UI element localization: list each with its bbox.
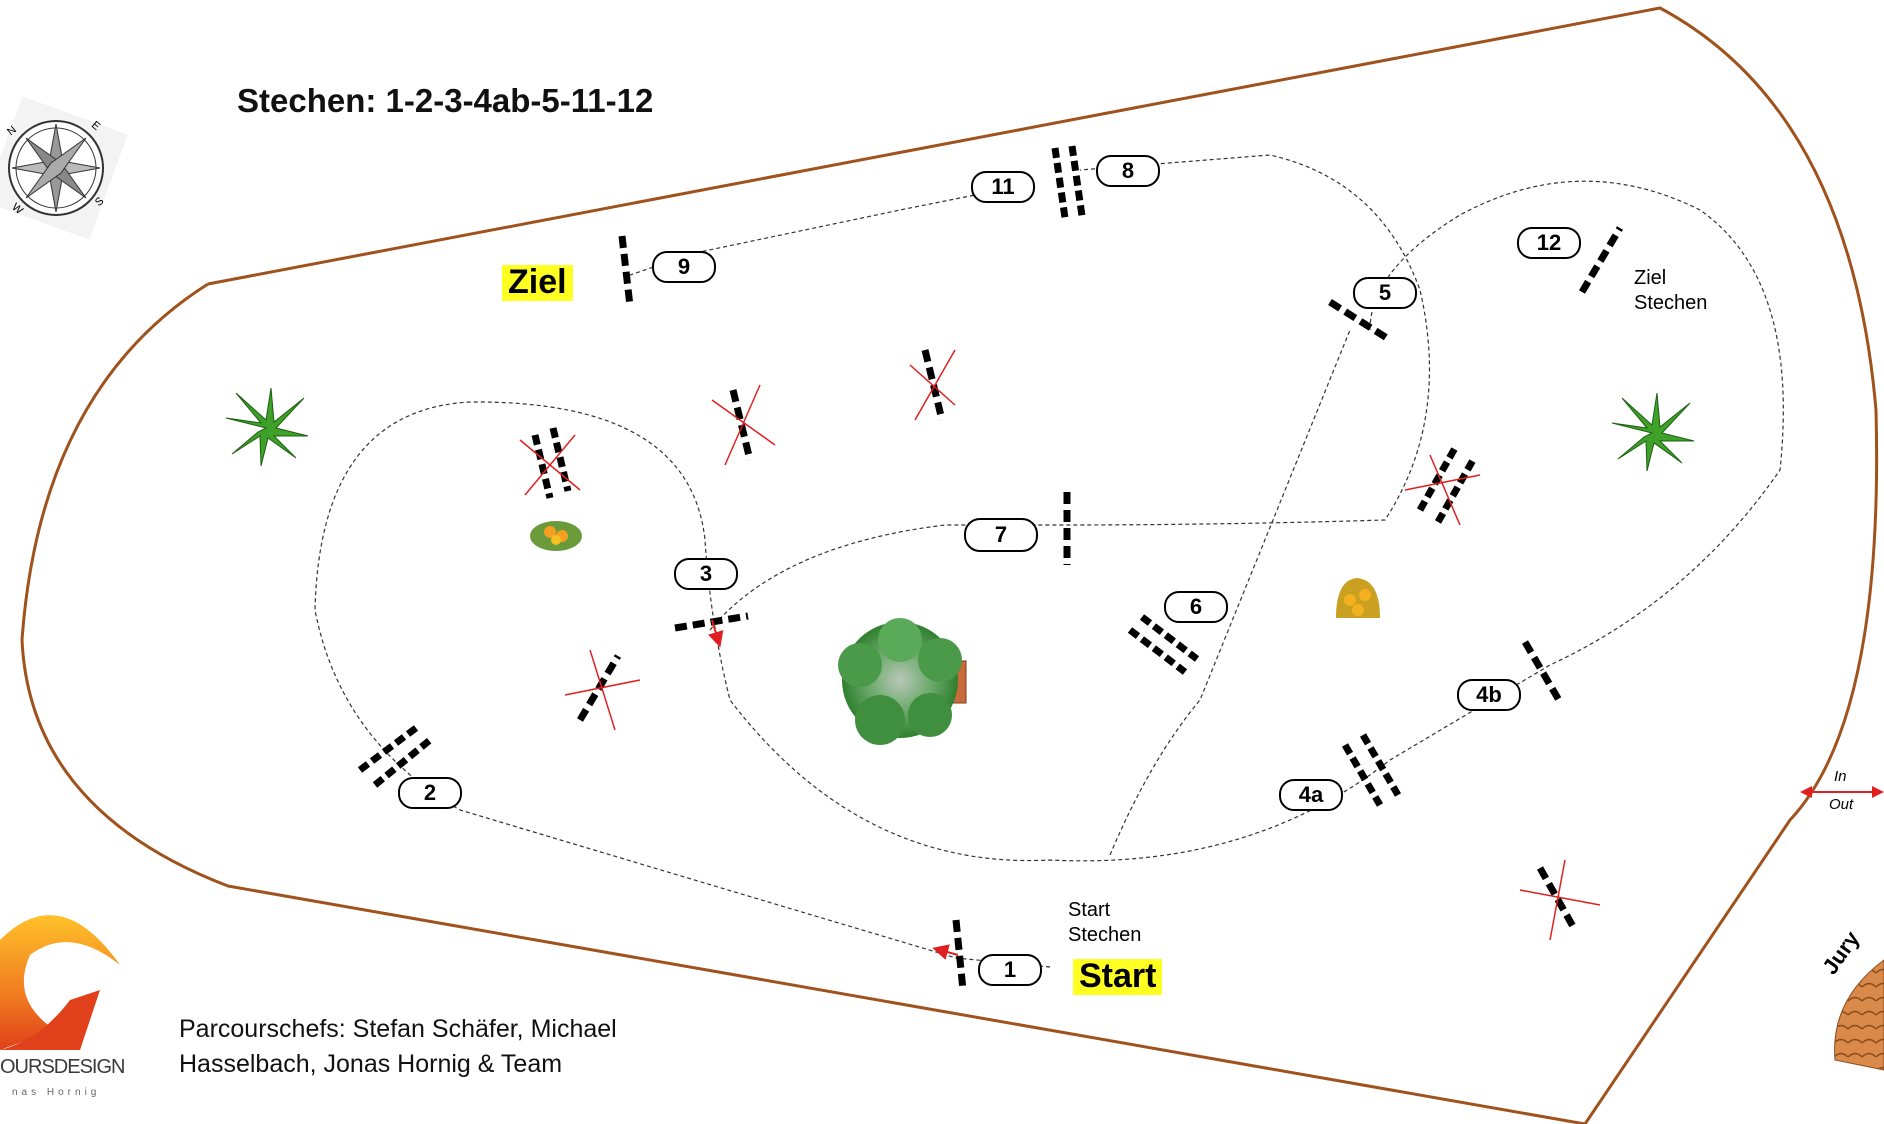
badge-1: 1 xyxy=(978,954,1042,986)
obstacles xyxy=(357,145,1624,991)
logo-subtext: nas Hornig xyxy=(12,1087,101,1098)
badge-3: 3 xyxy=(674,558,738,590)
svg-text:5: 5 xyxy=(1379,280,1391,305)
unused-obstacle xyxy=(711,384,776,466)
decorations xyxy=(0,96,1884,1071)
svg-text:3: 3 xyxy=(700,561,712,586)
finish-label: Ziel xyxy=(502,264,573,301)
logo-mark-icon xyxy=(0,915,120,1050)
badge-4b: 4b xyxy=(1457,679,1521,711)
unused-obstacle xyxy=(564,649,641,731)
badge-4a: 4a xyxy=(1279,779,1343,811)
jumpoff-start-label: Start Stechen xyxy=(1068,898,1141,948)
svg-text:4a: 4a xyxy=(1299,782,1324,807)
credits-line-2: Hasselbach, Jonas Hornig & Team xyxy=(179,1050,563,1078)
svg-text:12: 12 xyxy=(1537,230,1561,255)
course-designers: Parcourschefs: Stefan Schäfer, Michael H… xyxy=(179,1012,617,1082)
obstacle-5 xyxy=(1328,299,1392,343)
unused-obstacles xyxy=(519,349,1601,941)
in-label: In xyxy=(1834,768,1847,785)
jumpoff-finish-line1: Ziel xyxy=(1634,267,1667,289)
obstacle-6 xyxy=(1127,614,1200,675)
svg-text:9: 9 xyxy=(678,254,690,279)
jumpoff-start-line2: Stechen xyxy=(1068,924,1142,946)
unused-obstacle xyxy=(519,427,581,499)
out-label: Out xyxy=(1829,796,1854,813)
badge-6: 6 xyxy=(1164,591,1228,623)
badge-5: 5 xyxy=(1353,277,1417,309)
arena-border xyxy=(20,6,1879,1124)
course-route xyxy=(314,154,1784,968)
jumpoff-start-line1: Start xyxy=(1068,899,1111,921)
unused-obstacle xyxy=(1404,446,1481,526)
unused-obstacle xyxy=(909,349,956,421)
flower-bed-icon xyxy=(530,521,582,551)
obstacle-1 xyxy=(932,919,967,991)
svg-text:8: 8 xyxy=(1122,158,1134,183)
jury-house-icon xyxy=(1834,959,1884,1071)
flower-bush-icon xyxy=(1336,578,1380,618)
obstacle-12 xyxy=(1578,226,1624,294)
palm-plant-icon xyxy=(225,387,309,467)
svg-text:1: 1 xyxy=(1004,957,1016,982)
credits-line-1: Parcourschefs: Stefan Schäfer, Michael xyxy=(179,1015,617,1043)
obstacle-9 xyxy=(618,235,634,307)
svg-text:4b: 4b xyxy=(1476,682,1502,707)
jumpoff-finish-line2: Stechen xyxy=(1634,292,1708,314)
palm-plant-icon xyxy=(1611,392,1695,472)
number-badges: 1 2 3 4a 4b 5 6 7 8 9 11 12 xyxy=(398,155,1581,986)
obstacle-4b xyxy=(1521,640,1564,704)
start-label: Start xyxy=(1073,958,1163,995)
badge-12: 12 xyxy=(1517,227,1581,259)
logo-text: OURSDESIGN xyxy=(0,1056,125,1078)
obstacle-8-11 xyxy=(1051,145,1086,219)
unused-obstacle xyxy=(1519,859,1601,941)
jumpoff-finish-label: Ziel Stechen xyxy=(1634,266,1707,316)
in-out-arrow-icon xyxy=(1800,786,1884,798)
badge-9: 9 xyxy=(652,251,716,283)
badge-2: 2 xyxy=(398,777,462,809)
badge-11: 11 xyxy=(971,171,1035,203)
page-title: Stechen: 1-2-3-4ab-5-11-12 xyxy=(237,82,654,119)
obstacle-4a xyxy=(1341,733,1402,807)
svg-text:2: 2 xyxy=(424,780,436,805)
svg-text:11: 11 xyxy=(991,174,1014,199)
badge-7: 7 xyxy=(964,518,1038,552)
tree-icon xyxy=(838,618,967,745)
obstacle-3 xyxy=(674,612,749,648)
compass-icon xyxy=(0,96,128,240)
badge-8: 8 xyxy=(1096,155,1160,187)
obstacle-2 xyxy=(357,722,433,788)
svg-text:6: 6 xyxy=(1190,594,1202,619)
svg-text:7: 7 xyxy=(995,522,1007,547)
